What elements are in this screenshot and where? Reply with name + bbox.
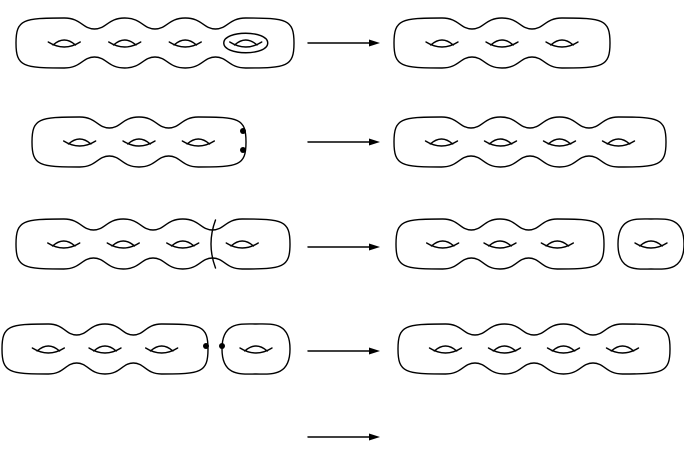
handle-hole-icon: [634, 240, 668, 249]
handle-hole-icon: [428, 345, 463, 354]
row-3-target-genus-1-surface: [617, 218, 684, 270]
handle-hole-icon: [425, 240, 460, 249]
row-1-arrow: [307, 39, 380, 47]
handle-hole-icon: [31, 345, 66, 354]
handle-hole-icon: [229, 39, 263, 48]
row-4: [1, 323, 671, 375]
handle-hole-icon: [601, 138, 636, 147]
row-2-source-surface: [31, 116, 247, 168]
row-1-source-surface: [15, 17, 295, 69]
handle-hole-icon: [88, 345, 122, 354]
row-2-target-surface: [393, 116, 667, 168]
handle-hole-icon: [546, 345, 581, 354]
row-2: [31, 116, 667, 168]
handle-hole-icon: [545, 39, 579, 48]
row-1: [15, 17, 611, 69]
row-3: [15, 218, 684, 270]
marked-point-icon: [219, 343, 225, 349]
handle-hole-icon: [168, 39, 202, 48]
handle-hole-icon: [483, 240, 517, 249]
arrowhead-icon: [369, 243, 380, 251]
arrowhead-icon: [369, 39, 380, 47]
handle-hole-icon: [47, 39, 81, 48]
handle-hole-icon: [181, 138, 216, 147]
handle-hole-icon: [122, 138, 156, 147]
row-1-target-surface: [393, 17, 611, 69]
row-4-source-genus-3-surface: [1, 323, 209, 375]
row-4-target-surface: [397, 323, 671, 375]
handle-hole-icon: [542, 138, 577, 147]
row-3-arrow: [307, 243, 380, 251]
row-5-arrow: [307, 433, 380, 441]
handle-hole-icon: [485, 39, 519, 48]
row-3-source-surface: [15, 218, 291, 270]
handle-hole-icon: [106, 240, 140, 249]
separating-curve-icon: [210, 219, 217, 269]
handle-hole-icon: [62, 138, 97, 147]
marked-point-icon: [203, 343, 209, 349]
marked-point-icon: [240, 147, 246, 153]
arrowhead-icon: [369, 347, 380, 355]
arrowhead-icon: [369, 138, 380, 146]
handle-hole-icon: [424, 138, 459, 147]
handle-hole-icon: [225, 240, 259, 249]
row-4-arrow: [307, 347, 380, 355]
handle-hole-icon: [605, 345, 640, 354]
arrowhead-icon: [369, 433, 380, 441]
handle-hole-icon: [425, 39, 459, 48]
handle-hole-icon: [487, 345, 522, 354]
separating-loop-icon: [223, 32, 269, 54]
row-2-arrow: [307, 138, 380, 146]
handle-hole-icon: [239, 345, 273, 354]
row-4-source-genus-1-surface: [221, 323, 291, 375]
handle-hole-icon: [540, 240, 575, 249]
handle-hole-icon: [483, 138, 518, 147]
handle-hole-icon: [166, 240, 200, 249]
row-3-target-genus-3-surface: [395, 218, 605, 270]
marked-point-icon: [240, 128, 246, 134]
handle-hole-icon: [144, 345, 179, 354]
handle-hole-icon: [47, 240, 81, 249]
handle-hole-icon: [108, 39, 142, 48]
